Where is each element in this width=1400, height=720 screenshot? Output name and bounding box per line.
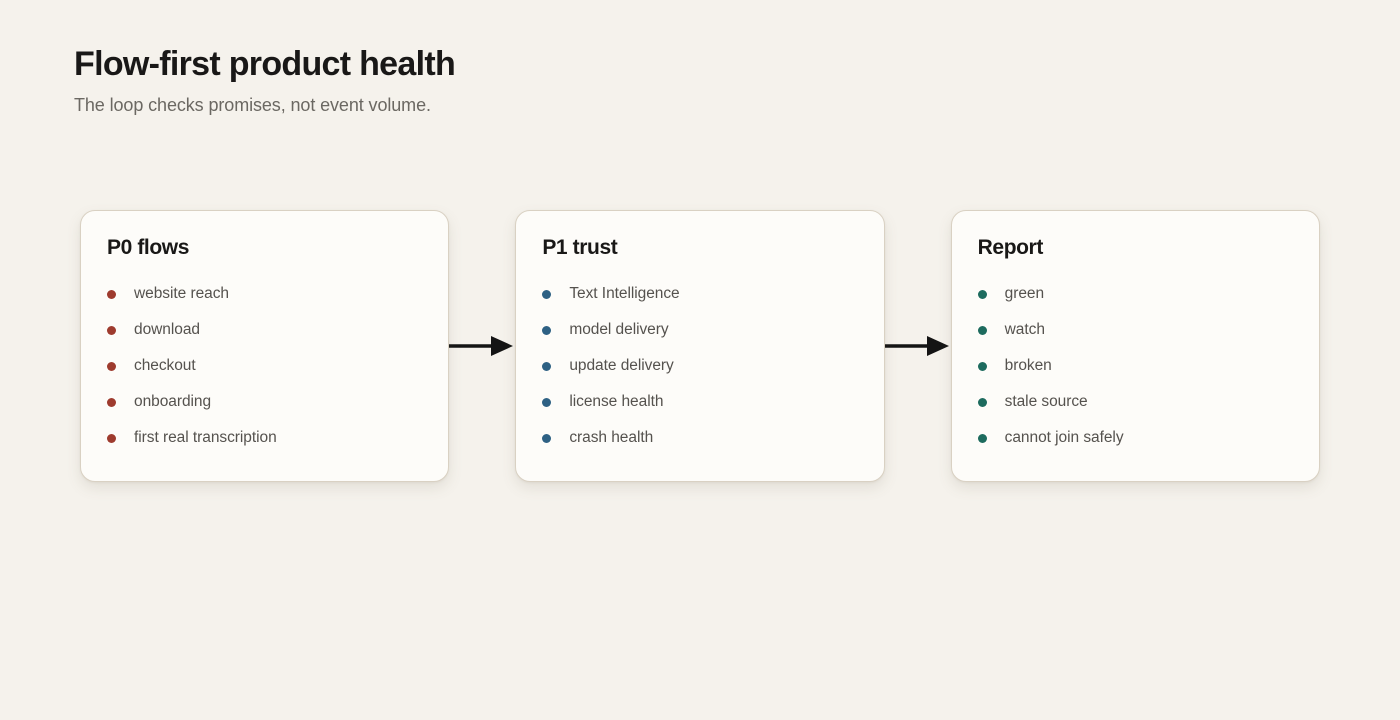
list-item: onboarding	[107, 384, 422, 420]
list-item: cannot join safely	[977, 420, 1293, 456]
bullet-dot-icon	[107, 433, 116, 443]
flow-connector-1	[449, 210, 515, 482]
bullet-dot-icon	[977, 289, 987, 299]
list-item-label: website reach	[134, 285, 229, 303]
page-title: Flow-first product health	[74, 45, 456, 83]
list-item: first real transcription	[107, 420, 422, 456]
list-item-label: stale source	[1004, 393, 1088, 411]
bullet-dot-icon	[107, 397, 116, 407]
list-item-label: onboarding	[134, 393, 212, 411]
header: Flow-first product health The loop check…	[74, 44, 974, 118]
card-title: P1 trust	[542, 236, 618, 259]
card-title: Report	[977, 236, 1044, 259]
bullet-dot-icon	[977, 433, 987, 443]
bullet-dot-icon	[542, 289, 552, 299]
bullet-dot-icon	[542, 433, 552, 443]
bullet-dot-icon	[542, 397, 552, 407]
list-item-label: Text Intelligence	[569, 285, 680, 303]
bullet-dot-icon	[977, 397, 987, 407]
list-item-label: checkout	[134, 357, 196, 375]
list-item: crash health	[542, 420, 857, 456]
list-item: broken	[977, 348, 1293, 384]
bullet-dot-icon	[107, 325, 116, 335]
list-item-label: download	[134, 321, 200, 339]
arrow-right-icon	[884, 334, 951, 358]
bullet-dot-icon	[542, 361, 552, 371]
list-item: update delivery	[542, 348, 857, 384]
flow-diagram: P0 flows website reach download checkout…	[80, 210, 1320, 482]
flow-card-p1-trust[interactable]: P1 trust Text Intelligence model deliver…	[515, 210, 885, 482]
list-item: stale source	[977, 384, 1293, 420]
list-item: model delivery	[542, 312, 857, 348]
bullet-dot-icon	[977, 325, 987, 335]
flow-card-p0-flows[interactable]: P0 flows website reach download checkout…	[80, 210, 450, 482]
bullet-dot-icon	[107, 289, 116, 299]
page-subtitle: The loop checks promises, not event volu…	[74, 95, 431, 116]
list-item: checkout	[107, 348, 422, 384]
list-item-label: watch	[1004, 321, 1045, 339]
flow-card-report[interactable]: Report green watch broken stale source	[950, 210, 1320, 482]
arrow-right-icon	[449, 334, 515, 358]
card-item-list: Text Intelligence model delivery update …	[542, 276, 857, 456]
list-item: green	[977, 276, 1293, 312]
list-item-label: model delivery	[569, 321, 669, 339]
flow-connector-2	[884, 210, 951, 482]
list-item: watch	[977, 312, 1293, 348]
bullet-dot-icon	[977, 361, 987, 371]
list-item-label: license health	[569, 393, 664, 411]
list-item: download	[107, 312, 422, 348]
card-title: P0 flows	[107, 236, 189, 259]
card-item-list: website reach download checkout onboardi…	[107, 276, 422, 456]
bullet-dot-icon	[542, 325, 552, 335]
list-item-label: broken	[1004, 357, 1052, 375]
list-item-label: crash health	[569, 429, 654, 447]
list-item-label: cannot join safely	[1004, 429, 1124, 447]
list-item: license health	[542, 384, 857, 420]
list-item: website reach	[107, 276, 422, 312]
card-item-list: green watch broken stale source cannot j…	[977, 276, 1293, 456]
list-item-label: update delivery	[569, 357, 674, 375]
list-item-label: green	[1004, 285, 1045, 303]
list-item: Text Intelligence	[542, 276, 857, 312]
bullet-dot-icon	[107, 361, 116, 371]
list-item-label: first real transcription	[134, 429, 277, 447]
